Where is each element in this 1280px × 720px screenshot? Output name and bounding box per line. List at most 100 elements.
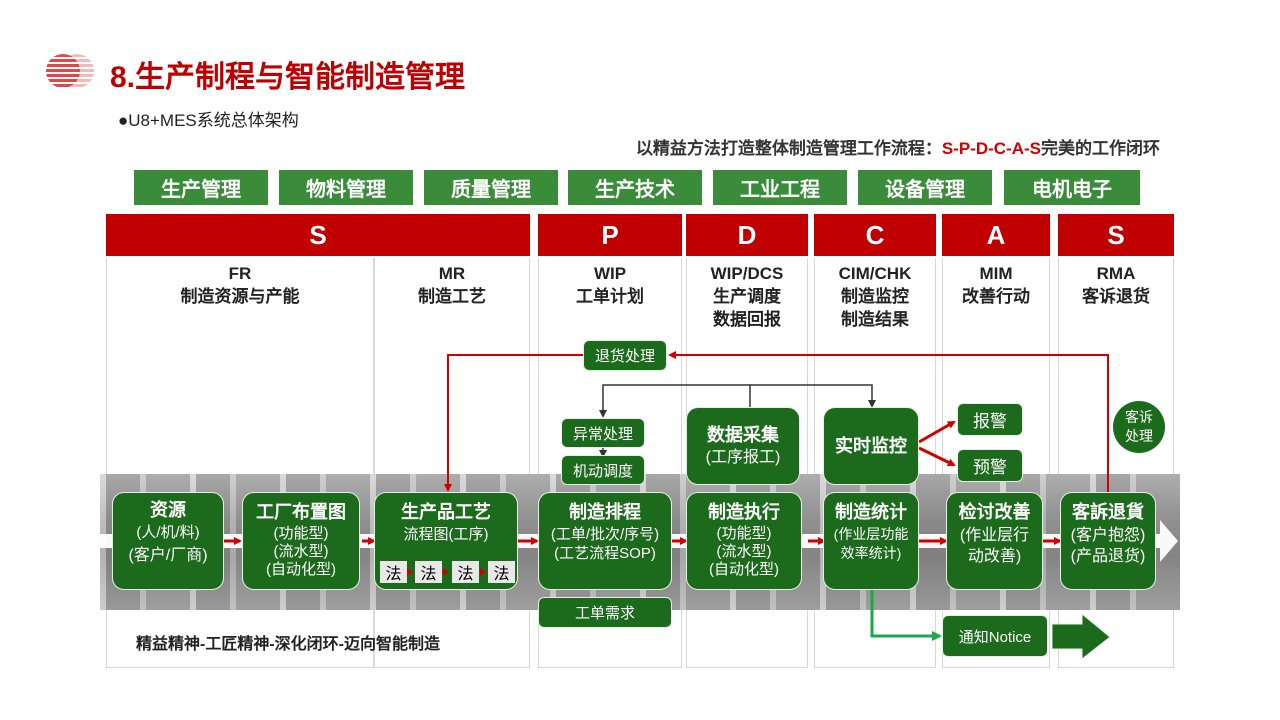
category-electronics[interactable]: 电机电子 xyxy=(1004,170,1140,205)
node-line: (客户/厂商) xyxy=(128,547,208,564)
column-header-wip-dcs: WIP/DCS 生产调度数据回报 xyxy=(686,262,808,331)
process-node-factory-layout[interactable]: 工厂布置图 (功能型) (流水型) (自动化型) xyxy=(242,492,360,590)
node-line: (工艺流程SOP) xyxy=(554,545,656,562)
process-node-complaint-return[interactable]: 客訴退貨 (客户抱怨) (产品退货) xyxy=(1060,492,1156,590)
node-line: (流水型) xyxy=(716,543,772,560)
node-line: (人/机/料) xyxy=(136,524,200,541)
category-material-management[interactable]: 物料管理 xyxy=(279,170,413,205)
complaint-handling-circle[interactable]: 客诉处理 xyxy=(1113,401,1165,453)
node-line: (客户抱怨) xyxy=(1070,527,1146,544)
node-line: (工单/批次/序号) xyxy=(550,526,660,543)
node-title: 资源 xyxy=(150,500,186,520)
method-box-3: 法 xyxy=(452,561,479,583)
process-node-resources[interactable]: 资源 (人/机/料) (客户/厂商) xyxy=(112,492,224,590)
bottom-slogan: 精益精神-工匠精神-深化闭环-迈向智能制造 xyxy=(136,636,440,653)
return-line-down xyxy=(444,354,583,492)
dispatch-box[interactable]: 机动调度 xyxy=(561,455,645,485)
column-code: MIM xyxy=(979,264,1013,283)
data-collection-box[interactable]: 数据采集 (工序报工) xyxy=(686,407,800,485)
node-title: 制造执行 xyxy=(708,502,780,522)
node-line: (功能型) xyxy=(716,525,772,542)
column-code: CIM/CHK xyxy=(838,264,912,283)
dispatch-line xyxy=(599,384,751,418)
column-desc: 客诉退货 xyxy=(1082,287,1150,306)
category-equipment-management[interactable]: 设备管理 xyxy=(858,170,992,205)
phase-c: C xyxy=(814,214,936,256)
node-title: 制造统计 xyxy=(835,502,907,522)
node-line: (自动化型) xyxy=(266,561,336,578)
process-node-review-improve[interactable]: 检讨改善 (作业层行 动改善) xyxy=(946,492,1043,590)
realtime-monitor-box[interactable]: 实时监控 xyxy=(823,407,919,485)
column-header-mim: MIM 改善行动 xyxy=(942,262,1050,308)
node-line: 流程图(工序) xyxy=(403,526,489,543)
return-line xyxy=(668,351,1109,492)
node-title: 工厂布置图 xyxy=(256,502,346,522)
category-production-technology[interactable]: 生产技术 xyxy=(568,170,702,205)
phase-p: P xyxy=(538,214,682,256)
column-code: WIP xyxy=(593,264,627,283)
node-line: (功能型) xyxy=(273,525,329,542)
monitor-line xyxy=(750,384,876,408)
alarm-line xyxy=(918,420,956,444)
work-order-demand-box[interactable]: 工单需求 xyxy=(538,597,672,628)
complaint-label: 客诉处理 xyxy=(1125,409,1153,444)
method-box-2: 法 xyxy=(415,561,442,583)
warning-line xyxy=(918,446,956,467)
method-box-4: 法 xyxy=(488,561,515,583)
tagline: 以精益方法打造整体制造管理工作流程：S-P-D-C-A-S完美的工作闭环 xyxy=(540,134,1160,159)
tagline-highlight: S-P-D-C-A-S xyxy=(941,139,1041,158)
column-code: MR xyxy=(438,264,466,283)
category-quality-management[interactable]: 质量管理 xyxy=(424,170,558,205)
node-line: (自动化型) xyxy=(709,561,779,578)
column-desc: 数据回报 xyxy=(713,310,781,329)
node-line: 动改善) xyxy=(967,548,1022,565)
column-desc: 工单计划 xyxy=(576,287,644,306)
node-line: (流水型) xyxy=(273,543,329,560)
process-node-statistics[interactable]: 制造统计 (作业层功能 效率统计) xyxy=(823,492,919,590)
column-header-rma: RMA 客诉退货 xyxy=(1058,262,1174,308)
process-node-execution[interactable]: 制造执行 (功能型) (流水型) (自动化型) xyxy=(686,492,802,590)
column-code: FR xyxy=(228,264,252,283)
node-line: (工序报工) xyxy=(705,449,781,466)
node-title: 制造排程 xyxy=(569,502,641,522)
phase-d: D xyxy=(686,214,808,256)
node-title: 数据采集 xyxy=(707,425,779,445)
node-line: (产品退货) xyxy=(1070,548,1146,565)
warning-box[interactable]: 预警 xyxy=(957,449,1023,482)
node-title: 生产品工艺 xyxy=(401,502,491,522)
column-header-cim-chk: CIM/CHK 制造监控制造结果 xyxy=(814,262,936,331)
column-desc: 制造结果 xyxy=(841,310,909,329)
node-line: (作业层功能 xyxy=(833,526,909,542)
logo-mark xyxy=(46,54,80,88)
category-industrial-engineering[interactable]: 工业工程 xyxy=(713,170,847,205)
node-line: (作业层行 xyxy=(959,527,1030,544)
column-code: WIP/DCS xyxy=(710,264,784,283)
tagline-suffix: 完美的工作闭环 xyxy=(1041,139,1160,158)
notice-arrow xyxy=(1051,612,1111,661)
node-title: 检讨改善 xyxy=(958,502,1031,522)
phase-s-end: S xyxy=(1058,214,1174,256)
phase-s-start: S xyxy=(106,214,530,256)
node-title: 客訴退貨 xyxy=(1072,502,1144,522)
column-desc: 改善行动 xyxy=(962,287,1030,306)
process-node-scheduling[interactable]: 制造排程 (工单/批次/序号) (工艺流程SOP) xyxy=(538,492,672,590)
method-box-1: 法 xyxy=(380,561,407,583)
column-desc: 制造监控 xyxy=(841,287,909,306)
exception-handling-box[interactable]: 异常处理 xyxy=(561,418,645,448)
node-line: 效率统计) xyxy=(840,545,902,561)
column-header-wip: WIP 工单计划 xyxy=(538,262,682,308)
phase-a: A xyxy=(942,214,1050,256)
tagline-prefix: 以精益方法打造整体制造管理工作流程： xyxy=(635,139,942,158)
category-production-management[interactable]: 生产管理 xyxy=(134,170,268,205)
column-desc: 制造资源与产能 xyxy=(180,287,300,306)
page-title: 8.生产制程与智能制造管理 xyxy=(110,61,466,94)
return-handling-box[interactable]: 退货处理 xyxy=(583,340,667,371)
page-subtitle: ●U8+MES系统总体架构 xyxy=(118,111,299,130)
notice-line xyxy=(870,590,942,641)
alarm-box[interactable]: 报警 xyxy=(957,403,1023,436)
notice-box[interactable]: 通知Notice xyxy=(942,615,1048,657)
column-code: RMA xyxy=(1096,264,1136,283)
column-desc: 生产调度 xyxy=(713,287,781,306)
